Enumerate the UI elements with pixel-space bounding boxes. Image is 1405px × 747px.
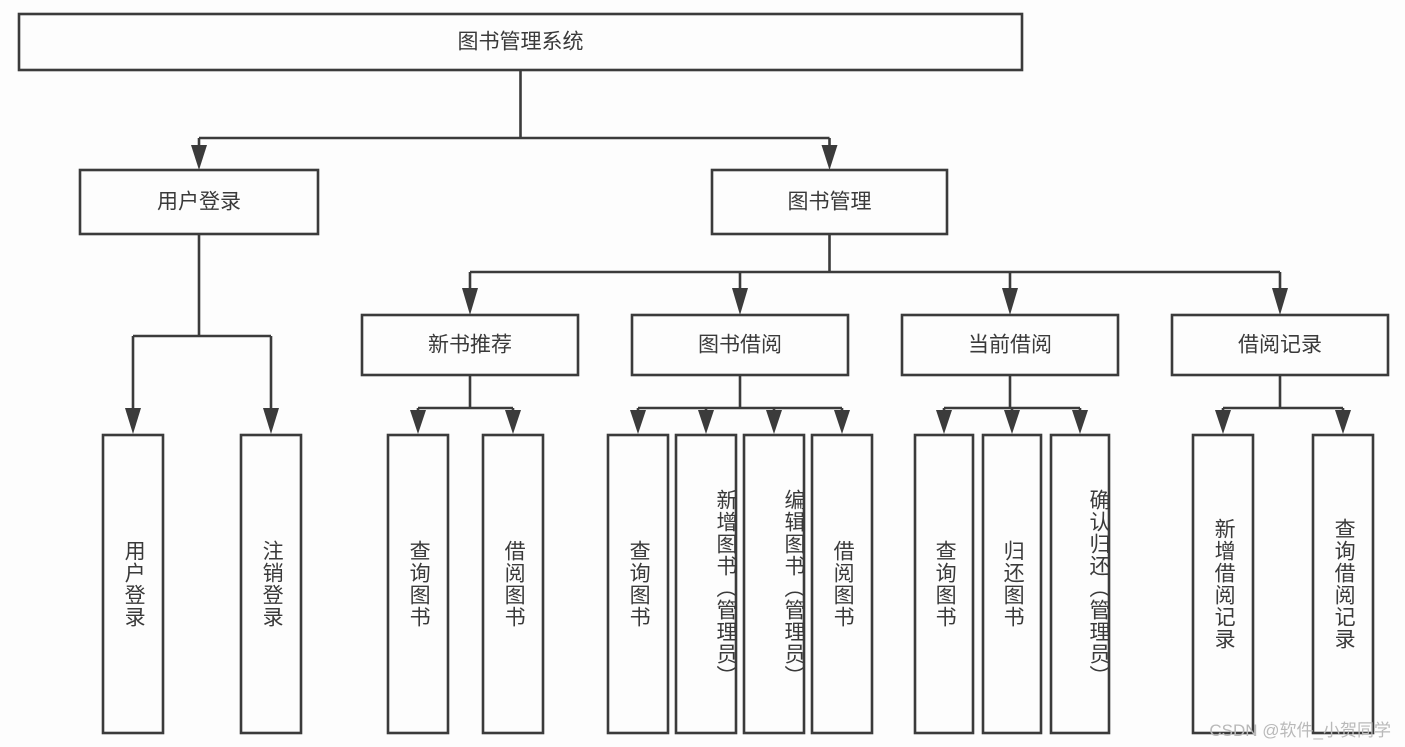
node-new-book-recommend-box[interactable] (360, 313, 580, 377)
arrow-head-leaf-query-book-3 (936, 410, 952, 434)
node-borrow-record[interactable]: 借阅记录 (1170, 313, 1390, 377)
leaf-label-query-book-1: 查询图书 (407, 540, 431, 628)
arrow-head-leaf-user-login (125, 408, 141, 434)
arrow-head-record (1272, 288, 1288, 315)
node-user-login[interactable]: 用户登录 (78, 168, 320, 236)
arrow-head-leaf-edit-book (766, 410, 782, 434)
leaf-box-query-book-1[interactable] (386, 433, 450, 735)
node-book-management-label: 图书管理 (788, 191, 872, 214)
node-borrow-record-label: 借阅记录 (1238, 334, 1322, 357)
leaf-box-logout[interactable] (239, 433, 303, 735)
leaf-box-borrow-book-2[interactable] (810, 433, 874, 735)
node-borrow-record-box[interactable] (1170, 313, 1390, 377)
leaf-label-user-login: 用户登录 (122, 540, 146, 628)
node-current-borrow[interactable]: 当前借阅 (900, 313, 1120, 377)
node-current-borrow-label: 当前借阅 (968, 334, 1052, 357)
arrow-head-leaf-borrow-book-1 (505, 410, 521, 434)
node-new-book-recommend[interactable]: 新书推荐 (360, 313, 580, 377)
leaf-label-borrow-book-1: 借阅图书 (502, 540, 526, 628)
leaf-box-borrow-book-1[interactable] (481, 433, 545, 735)
arrow-head-leaf-borrow-book-2 (834, 410, 850, 434)
node-user-login-box[interactable] (78, 168, 320, 236)
leaf-box-return-book[interactable] (981, 433, 1043, 735)
leaf-label-add-book: 新增图书（管理员） (714, 489, 737, 687)
node-book-management-box[interactable] (710, 168, 949, 236)
leaf-label-add-record: 新增借阅记录 (1212, 518, 1236, 650)
leaf-box-confirm-return[interactable] (1049, 433, 1111, 735)
arrow-head-leaf-add-book (698, 410, 714, 434)
leaf-box-add-record[interactable] (1191, 433, 1255, 735)
leaf-label-edit-book: 编辑图书（管理员） (782, 489, 805, 687)
leaf-box-user-login[interactable] (101, 433, 165, 735)
arrow-head-current (1002, 288, 1018, 315)
arrow-head-leaf-logout (263, 408, 279, 434)
node-root[interactable]: 图书管理系统 (17, 12, 1024, 72)
leaf-box-add-book[interactable] (674, 433, 738, 735)
leaf-box-layer (101, 433, 1375, 735)
leaf-box-query-book-3[interactable] (913, 433, 975, 735)
connector-layer (125, 70, 1351, 434)
leaf-label-return-book: 归还图书 (1001, 540, 1025, 628)
leaf-label-query-book-2: 查询图书 (627, 540, 651, 628)
node-root-box[interactable] (17, 12, 1024, 72)
node-book-borrow-box[interactable] (630, 313, 850, 377)
leaf-box-edit-book[interactable] (742, 433, 806, 735)
node-book-borrow[interactable]: 图书借阅 (630, 313, 850, 377)
node-user-login-label: 用户登录 (157, 191, 241, 214)
arrow-head-leaf-confirm-return (1072, 410, 1088, 434)
arrow-head-leaf-query-book-1 (410, 410, 426, 434)
arrow-head-leaf-return-book (1004, 410, 1020, 434)
leaf-label-borrow-book-2: 借阅图书 (831, 540, 855, 628)
node-book-management[interactable]: 图书管理 (710, 168, 949, 236)
watermark: CSDN @软件_小贺同学 (1209, 721, 1391, 740)
leaf-label-logout: 注销登录 (260, 540, 284, 628)
arrow-head-book-mgmt (821, 145, 838, 170)
leaf-label-query-record: 查询借阅记录 (1332, 518, 1356, 650)
leaf-box-query-book-2[interactable] (606, 433, 670, 735)
leaf-box-query-record[interactable] (1311, 433, 1375, 735)
arrow-head-leaf-add-record (1215, 410, 1231, 434)
leaf-label-query-book-3: 查询图书 (933, 540, 957, 628)
node-book-borrow-label: 图书借阅 (698, 334, 782, 357)
leaf-label-confirm-return: 确认归还（管理员） (1087, 489, 1110, 687)
arrow-head-borrow (732, 288, 748, 315)
node-new-book-recommend-label: 新书推荐 (428, 334, 512, 357)
arrow-head-newbook (462, 288, 478, 315)
arrow-head-leaf-query-book-2 (630, 410, 646, 434)
node-current-borrow-box[interactable] (900, 313, 1120, 377)
arrow-head-user-login (191, 145, 207, 170)
arrow-head-leaf-query-record (1335, 410, 1351, 434)
node-root-label: 图书管理系统 (458, 31, 584, 54)
